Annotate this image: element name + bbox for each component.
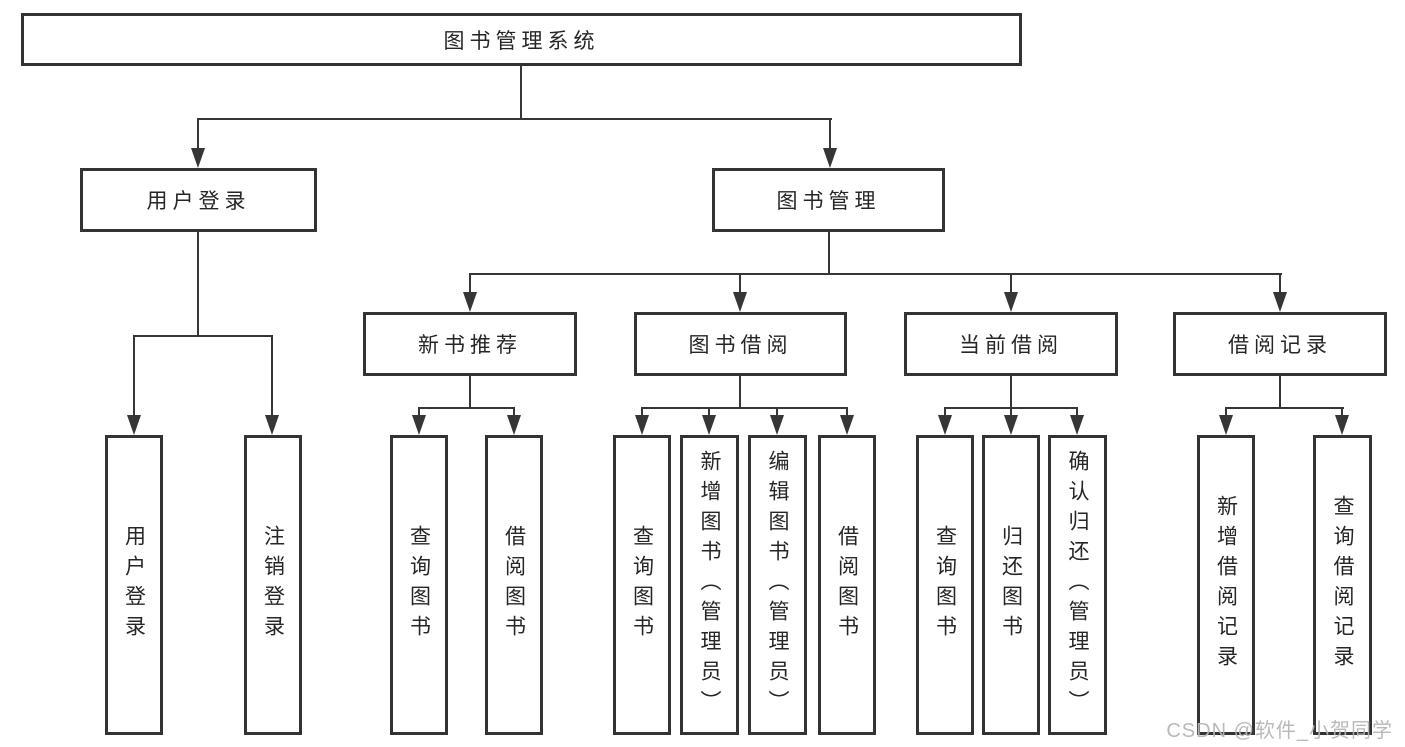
connector: [520, 66, 522, 119]
leaf-add-borrow-record: 新增借阅记录: [1197, 435, 1255, 735]
connector: [846, 407, 848, 417]
connector: [944, 407, 946, 417]
leaf-edit-book-admin: 编辑图书（管理员）: [748, 435, 807, 735]
connector: [133, 335, 135, 419]
node-library-system: 图书管理系统: [21, 13, 1022, 66]
connector: [739, 376, 741, 408]
arrow-down: [1070, 415, 1084, 435]
node-user-login: 用户登录: [80, 168, 317, 232]
leaf-borrow-books-recommend: 借阅图书: [485, 435, 543, 735]
leaf-query-books-current: 查询图书: [916, 435, 974, 735]
arrow-down: [1219, 415, 1233, 435]
connector: [1279, 273, 1281, 295]
connector: [469, 273, 471, 295]
arrow-down: [412, 415, 426, 435]
arrow-down: [507, 415, 521, 435]
connector: [469, 376, 471, 408]
connector: [641, 407, 643, 417]
connector: [708, 407, 710, 417]
connector: [739, 273, 741, 295]
arrow-down: [733, 292, 747, 312]
arrow-down: [702, 415, 716, 435]
leaf-query-books-recommend: 查询图书: [390, 435, 448, 735]
arrow-down: [1004, 415, 1018, 435]
leaf-logout: 注销登录: [244, 435, 302, 735]
arrow-down: [938, 415, 952, 435]
node-borrow-records: 借阅记录: [1173, 312, 1387, 376]
connector: [197, 118, 832, 120]
arrow-down: [823, 148, 837, 168]
arrow-down: [770, 415, 784, 435]
connector: [197, 118, 199, 152]
connector: [513, 407, 515, 417]
leaf-query-books-borrow: 查询图书: [613, 435, 671, 735]
node-new-book-recommend: 新书推荐: [363, 312, 577, 376]
connector: [1010, 407, 1012, 417]
node-current-borrow: 当前借阅: [904, 312, 1118, 376]
connector: [1225, 407, 1227, 417]
connector: [1341, 407, 1343, 417]
connector: [271, 335, 273, 419]
node-book-management: 图书管理: [712, 168, 945, 232]
leaf-user-login: 用户登录: [105, 435, 163, 735]
arrow-down: [635, 415, 649, 435]
connector: [1010, 376, 1012, 408]
arrow-down: [191, 148, 205, 168]
leaf-query-borrow-record: 查询借阅记录: [1313, 435, 1372, 735]
connector: [1225, 407, 1344, 409]
connector: [133, 335, 273, 337]
watermark: CSDN @软件_小贺同学: [1166, 720, 1393, 742]
arrow-down: [1273, 292, 1287, 312]
arrow-down: [1335, 415, 1349, 435]
arrow-down: [265, 415, 279, 435]
arrow-down: [127, 415, 141, 435]
leaf-confirm-return-admin: 确认归还（管理员）: [1048, 435, 1107, 735]
leaf-borrow-books: 借阅图书: [818, 435, 876, 735]
connector: [829, 118, 831, 152]
connector: [641, 407, 848, 409]
connector: [828, 232, 830, 274]
connector: [776, 407, 778, 417]
arrow-down: [1004, 292, 1018, 312]
connector: [418, 407, 420, 417]
node-book-borrow: 图书借阅: [634, 312, 847, 376]
connector: [1010, 273, 1012, 295]
connector: [1076, 407, 1078, 417]
leaf-add-book-admin: 新增图书（管理员）: [680, 435, 739, 735]
connector: [469, 273, 1282, 275]
connector: [197, 232, 199, 336]
connector: [418, 407, 515, 409]
arrow-down: [463, 292, 477, 312]
arrow-down: [840, 415, 854, 435]
connector: [1279, 376, 1281, 408]
leaf-return-book: 归还图书: [982, 435, 1040, 735]
